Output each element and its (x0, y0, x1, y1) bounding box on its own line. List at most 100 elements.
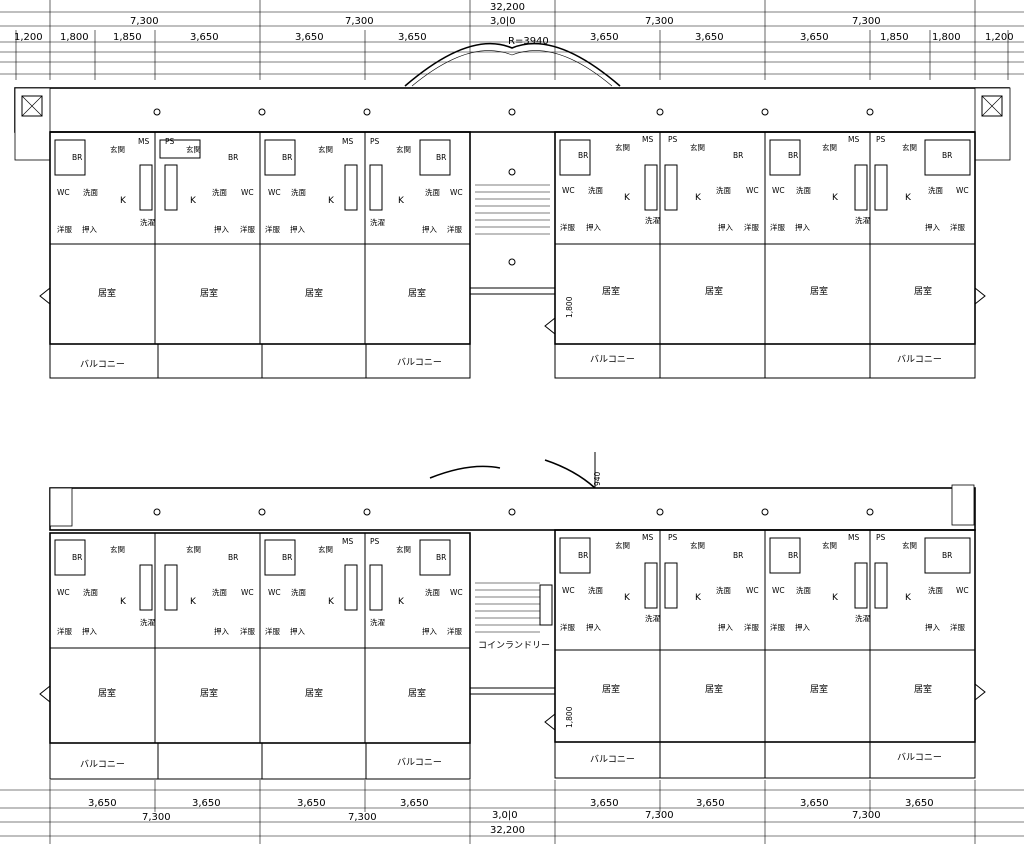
room-kitchen: K (624, 593, 631, 603)
room-bath: BR (282, 153, 292, 162)
room-ps: PS (876, 135, 886, 144)
room-entrance: 玄関 (902, 540, 917, 550)
room-bath: BR (733, 151, 743, 160)
room-kitchen: K (328, 597, 335, 607)
room-ps: PS (370, 537, 380, 546)
dim-bot-r2-1: 7,300 (348, 812, 377, 823)
room-wash: 洗面 (212, 587, 227, 597)
room-kitchen: K (832, 193, 839, 203)
dim-bot-r2-3: 7,300 (645, 810, 674, 821)
room-entrance: 玄関 (110, 144, 125, 154)
room-entrance: 玄関 (396, 544, 411, 554)
room-kitchen: K (832, 593, 839, 603)
room-ps: PS (876, 533, 886, 542)
lower-building: 940 (39, 452, 986, 780)
dim-bot-r1-1: 3,650 (192, 798, 221, 809)
room-kitchen: K (624, 193, 631, 203)
room-closet: 押入 (925, 622, 940, 632)
room-kitchen: K (695, 193, 702, 203)
room-ps: PS (668, 135, 678, 144)
room-closet: 押入 (718, 222, 733, 232)
lower-unit-details (54, 508, 971, 611)
room-toilet: WC (268, 588, 281, 597)
upper-stairs (470, 184, 555, 295)
bottom-dimension-lines (0, 780, 1024, 844)
room-laundry: 洗濯 (855, 215, 870, 225)
balcony-label: バルコニー (590, 354, 635, 365)
room-ps: PS (370, 137, 380, 146)
room-ps: PS (165, 137, 175, 146)
room-living: 居室 (98, 287, 116, 299)
room-kitchen: K (695, 593, 702, 603)
room-kitchen: K (328, 196, 335, 206)
room-toilet: WC (57, 588, 70, 597)
room-laundry: 洗濯 (855, 613, 870, 623)
room-toilet: WC (772, 186, 785, 195)
coin-laundry-label: コインランドリー (478, 640, 550, 651)
room-closet: 押入 (586, 622, 601, 632)
dim-bot-r1-6: 3,650 (800, 798, 829, 809)
top-dimension-texts: 32,200 7,300 7,300 3,0|0 7,300 7,300 1,2… (14, 2, 1014, 47)
room-entrance: 玄関 (615, 540, 630, 550)
dim-bot-r1-2: 3,650 (297, 798, 326, 809)
room-closet: 押入 (925, 222, 940, 232)
room-bath: BR (942, 551, 952, 560)
upper-building (14, 42, 1011, 379)
room-entrance: 玄関 (396, 144, 411, 154)
room-toilet: WC (746, 586, 759, 595)
room-ms: MS (342, 537, 353, 546)
room-closet: 押入 (795, 222, 810, 232)
room-living: 居室 (602, 285, 620, 297)
room-wash: 洗面 (83, 587, 98, 597)
room-toilet: WC (562, 586, 575, 595)
dim-top-r2-3: 3,650 (190, 32, 219, 43)
room-ms: MS (138, 137, 149, 146)
room-kitchen: K (905, 593, 912, 603)
room-living: 居室 (705, 683, 723, 695)
dim-balcony-depth: 1,800 (565, 296, 574, 318)
room-closet: 押入 (82, 626, 97, 636)
room-living: 居室 (705, 285, 723, 297)
room-wash: 洗面 (425, 587, 440, 597)
room-entrance: 玄関 (822, 142, 837, 152)
dim-top-r2-0: 1,200 (14, 32, 43, 43)
dim-bot-r2-2: 3,0|0 (492, 810, 518, 821)
balcony-label: バルコニー (80, 359, 125, 370)
dim-top-r1-2: 3,0|0 (490, 16, 516, 27)
room-living: 居室 (810, 285, 828, 297)
balcony-label: バルコニー (897, 354, 942, 365)
room-wardrobe: 洋服 (560, 222, 575, 232)
dim-top-r1-1: 7,300 (345, 16, 374, 27)
room-entrance: 玄関 (110, 544, 125, 554)
room-wardrobe: 洋服 (57, 224, 72, 234)
room-laundry: 洗濯 (370, 617, 385, 627)
room-living: 居室 (98, 687, 116, 699)
room-wardrobe: 洋服 (265, 224, 280, 234)
lower-stairs (470, 582, 555, 695)
room-wardrobe: 洋服 (240, 626, 255, 636)
dim-top-r2-2: 1,850 (113, 32, 142, 43)
balcony-label: バルコニー (397, 757, 442, 768)
room-entrance: 玄関 (822, 540, 837, 550)
balcony-label: バルコニー (590, 754, 635, 765)
room-ms: MS (848, 533, 859, 542)
room-bath: BR (228, 153, 238, 162)
room-closet: 押入 (422, 224, 437, 234)
room-entrance: 玄関 (318, 144, 333, 154)
room-closet: 押入 (82, 224, 97, 234)
room-entrance: 玄関 (186, 544, 201, 554)
room-toilet: WC (772, 586, 785, 595)
room-toilet: WC (241, 588, 254, 597)
dim-top-r2-9: 1,850 (880, 32, 909, 43)
room-wash: 洗面 (425, 187, 440, 197)
room-bath: BR (72, 153, 82, 162)
room-living: 居室 (200, 687, 218, 699)
room-wardrobe: 洋服 (560, 622, 575, 632)
dim-total-bottom: 32,200 (490, 825, 525, 836)
room-wash: 洗面 (212, 187, 227, 197)
room-bath: BR (436, 153, 446, 162)
dim-top-r2-4: 3,650 (295, 32, 324, 43)
room-wardrobe: 洋服 (950, 222, 965, 232)
room-entrance: 玄関 (902, 142, 917, 152)
room-living: 居室 (305, 687, 323, 699)
